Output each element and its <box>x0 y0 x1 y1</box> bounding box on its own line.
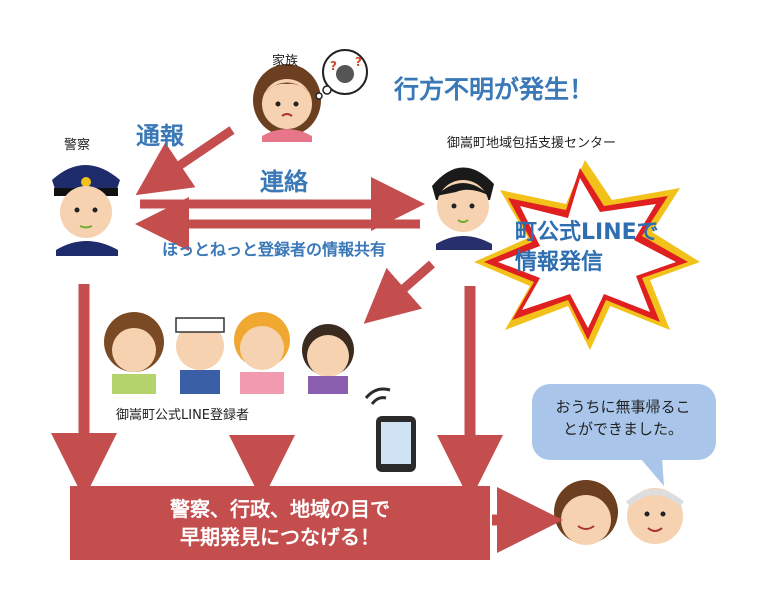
arrow-report <box>135 126 235 196</box>
registrants-label: 御嵩町公式LINE登録者 <box>116 408 250 423</box>
line-broadcast-line1: 町公式LINEで <box>515 220 659 245</box>
elderly-couple-icon <box>554 480 684 545</box>
svg-text:?: ? <box>330 59 337 73</box>
center-label: 御嵩町地域包括支援センター <box>447 136 617 151</box>
bubble-text: おうちに無事帰るこ とができました。 <box>543 396 703 440</box>
registrants-group-icon <box>104 312 354 394</box>
line-broadcast-line2: 情報発信 <box>515 250 604 275</box>
bottom-line2: 早期発見につなげる！ <box>180 525 380 549</box>
starburst-shape <box>474 160 700 350</box>
bubble-line1: おうちに無事帰るこ <box>555 398 691 416</box>
flow-arrows <box>51 126 563 553</box>
speech-bubble <box>532 384 716 486</box>
svg-text:?: ? <box>355 55 362 69</box>
bubble-line2: とができました。 <box>562 420 683 438</box>
family-person-icon: ? ? <box>253 49 368 142</box>
bottom-message-box: 警察、行政、地域の目で 早期発見につなげる！ <box>70 486 490 560</box>
line-broadcast-text: 町公式LINEで 情報発信 <box>515 218 675 278</box>
report-label: 通報 <box>136 122 184 150</box>
contact-label: 連絡 <box>260 168 308 196</box>
police-label: 警察 <box>64 138 91 153</box>
arrow-to-registrants <box>363 260 435 324</box>
family-label: 家族 <box>272 54 299 69</box>
smartphone-icon <box>364 387 416 472</box>
police-officer-icon <box>52 165 120 256</box>
bottom-line1: 警察、行政、地域の目で <box>170 497 390 521</box>
missing-heading: 行方不明が発生！ <box>394 75 595 104</box>
staff-person-icon <box>432 167 494 250</box>
share-label: ほっとねっと登録者の情報共有 <box>162 240 387 259</box>
